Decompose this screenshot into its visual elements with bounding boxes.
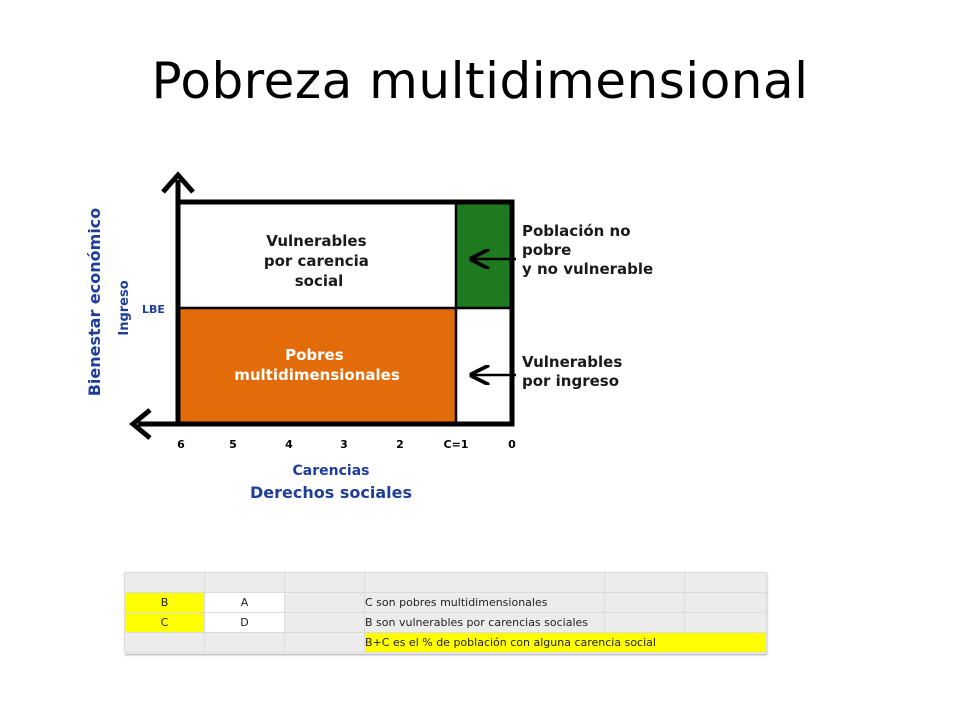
table-row: B A C son pobres multidimensionales <box>124 592 767 613</box>
quadrant-vulnerables-ingreso <box>456 308 512 424</box>
x-tick-label: 6 <box>177 438 185 451</box>
legend-table-container: B A C son pobres multidimensionales C D … <box>124 572 767 654</box>
legend-text-highlight: B+C es el % de población con alguna care… <box>364 632 767 653</box>
x-axis-inner-label: Carencias <box>293 463 370 479</box>
cell-d: D <box>204 612 285 633</box>
x-tick-label: 3 <box>340 438 348 451</box>
y-axis-arrowhead <box>161 171 195 194</box>
legend-text-c: C son pobres multidimensionales <box>364 592 605 613</box>
x-tick-label: 0 <box>508 438 516 451</box>
y-axis-inner-label: Ingreso <box>117 280 132 335</box>
cell-a: A <box>204 592 285 613</box>
quadrant-no-pobre <box>456 202 512 308</box>
cell-c: C <box>124 612 205 633</box>
callout-no-pobre-label: Población no pobre y no vulnerable <box>522 222 653 278</box>
x-tick-label: 5 <box>229 438 237 451</box>
quadrant-pobres-multidimensionales <box>178 308 456 424</box>
x-axis-arrowhead <box>129 408 152 440</box>
quadrant-pobres-label: Pobres multidimensionales <box>234 346 400 384</box>
table-row: B+C es el % de población con alguna care… <box>124 632 767 653</box>
legend-table: B A C son pobres multidimensionales C D … <box>124 572 767 653</box>
legend-text-b: B son vulnerables por carencias sociales <box>364 612 605 633</box>
lbe-label: LBE <box>142 303 165 316</box>
x-tick-label: 4 <box>285 438 293 451</box>
table-row <box>124 572 767 593</box>
x-axis-outer-label: Derechos sociales <box>250 483 412 502</box>
slide-title: Pobreza multidimensional <box>151 52 809 110</box>
table-row: C D B son vulnerables por carencias soci… <box>124 612 767 633</box>
quadrant-vulnerables-carencia-label: Vulnerables por carencia social <box>264 232 374 290</box>
callout-vulnerables-ingreso-label: Vulnerables por ingreso <box>522 353 627 390</box>
x-tick-label: 2 <box>396 438 404 451</box>
x-tick-label: C=1 <box>444 438 469 451</box>
cell-b: B <box>124 592 205 613</box>
quadrant-vulnerables-carencia <box>178 202 456 308</box>
y-axis-outer-label: Bienestar económico <box>85 208 104 397</box>
